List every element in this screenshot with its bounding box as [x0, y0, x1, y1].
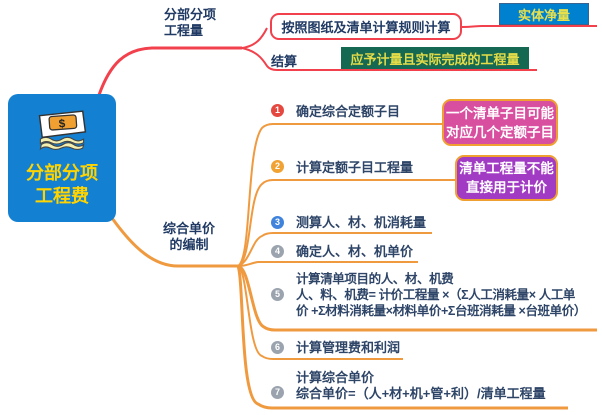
step-text: 计算定额子目工程量	[296, 160, 414, 175]
step-item-7: 7 计算综合单价 综合单价=（人+材+机+管+利）/清单工程量	[270, 370, 590, 402]
root-title: 分部分项 工程费	[26, 163, 98, 206]
step-text: 计算清单项目的人、材、机费 人、料、机费= 计价工程量 ×（Σ人工消耗量× 人工…	[296, 272, 586, 318]
step-item-3: 3 测算人、材、机消耗量	[270, 215, 426, 230]
step-text: 计算管理费和利润	[296, 340, 401, 355]
step-number-badge: 2	[271, 160, 284, 173]
step-7-line	[236, 265, 568, 410]
settlement-label: 结算	[271, 54, 298, 69]
quantity-branch-lines	[97, 25, 597, 96]
step-1-line	[237, 123, 442, 267]
step-text: 计算综合单价 综合单价=（人+材+机+管+利）/清单工程量	[296, 370, 546, 401]
step-number-badge: 7	[271, 386, 284, 399]
step-number-badge: 4	[271, 245, 284, 258]
quantity-settlement-line	[241, 47, 537, 71]
step-4-line	[237, 261, 418, 267]
banknote-icon: $	[38, 110, 87, 151]
step-text: 测算人、材、机消耗量	[296, 215, 427, 230]
note-box-quantity-warning: 清单工程量不能 直接用于计价	[455, 155, 558, 201]
branch-label-unit-price: 综合单价 的编制	[163, 221, 216, 252]
step-2-line	[237, 179, 455, 267]
note-box-list-vs-quota: 一个清单子目可能 对应几个定额子目	[442, 99, 558, 146]
root-node: $ 分部分项 工程费	[8, 94, 116, 222]
branch-label-quantity: 分部分项 工程量	[164, 7, 217, 38]
settlement-tag: 应予计量且实际完成的工程量	[341, 47, 529, 69]
entity-tag-line	[461, 25, 597, 28]
svg-text:$: $	[58, 117, 66, 130]
step-number-badge: 1	[271, 104, 284, 117]
step-6-line	[237, 265, 403, 360]
step-number-badge: 6	[271, 341, 284, 354]
quantity-main-line	[97, 46, 242, 96]
step-text: 确定综合定额子目	[296, 104, 401, 119]
step-number-badge: 3	[271, 216, 284, 229]
step-text: 确定人、材、机单价	[296, 244, 414, 259]
step-5-line	[237, 264, 597, 332]
step-3-line	[237, 232, 432, 267]
step-item-5: 5 计算清单项目的人、材、机费 人、料、机费= 计价工程量 ×（Σ人工消耗量× …	[270, 271, 590, 319]
step-item-1: 1 确定综合定额子目	[270, 104, 400, 119]
quantity-rule-fork-line	[241, 27, 268, 49]
step-item-6: 6 计算管理费和利润	[270, 340, 400, 355]
unit-price-branch-lines	[110, 123, 597, 410]
calc-rule-box: 按照图纸及清单计算规则计算	[270, 13, 462, 40]
step-number-badge: 5	[271, 288, 284, 301]
step-item-4: 4 确定人、材、机单价	[270, 244, 413, 259]
entity-net-tag: 实体净量	[499, 3, 589, 25]
unit-price-main-line	[110, 217, 238, 268]
step-item-2: 2 计算定额子目工程量	[270, 160, 413, 175]
